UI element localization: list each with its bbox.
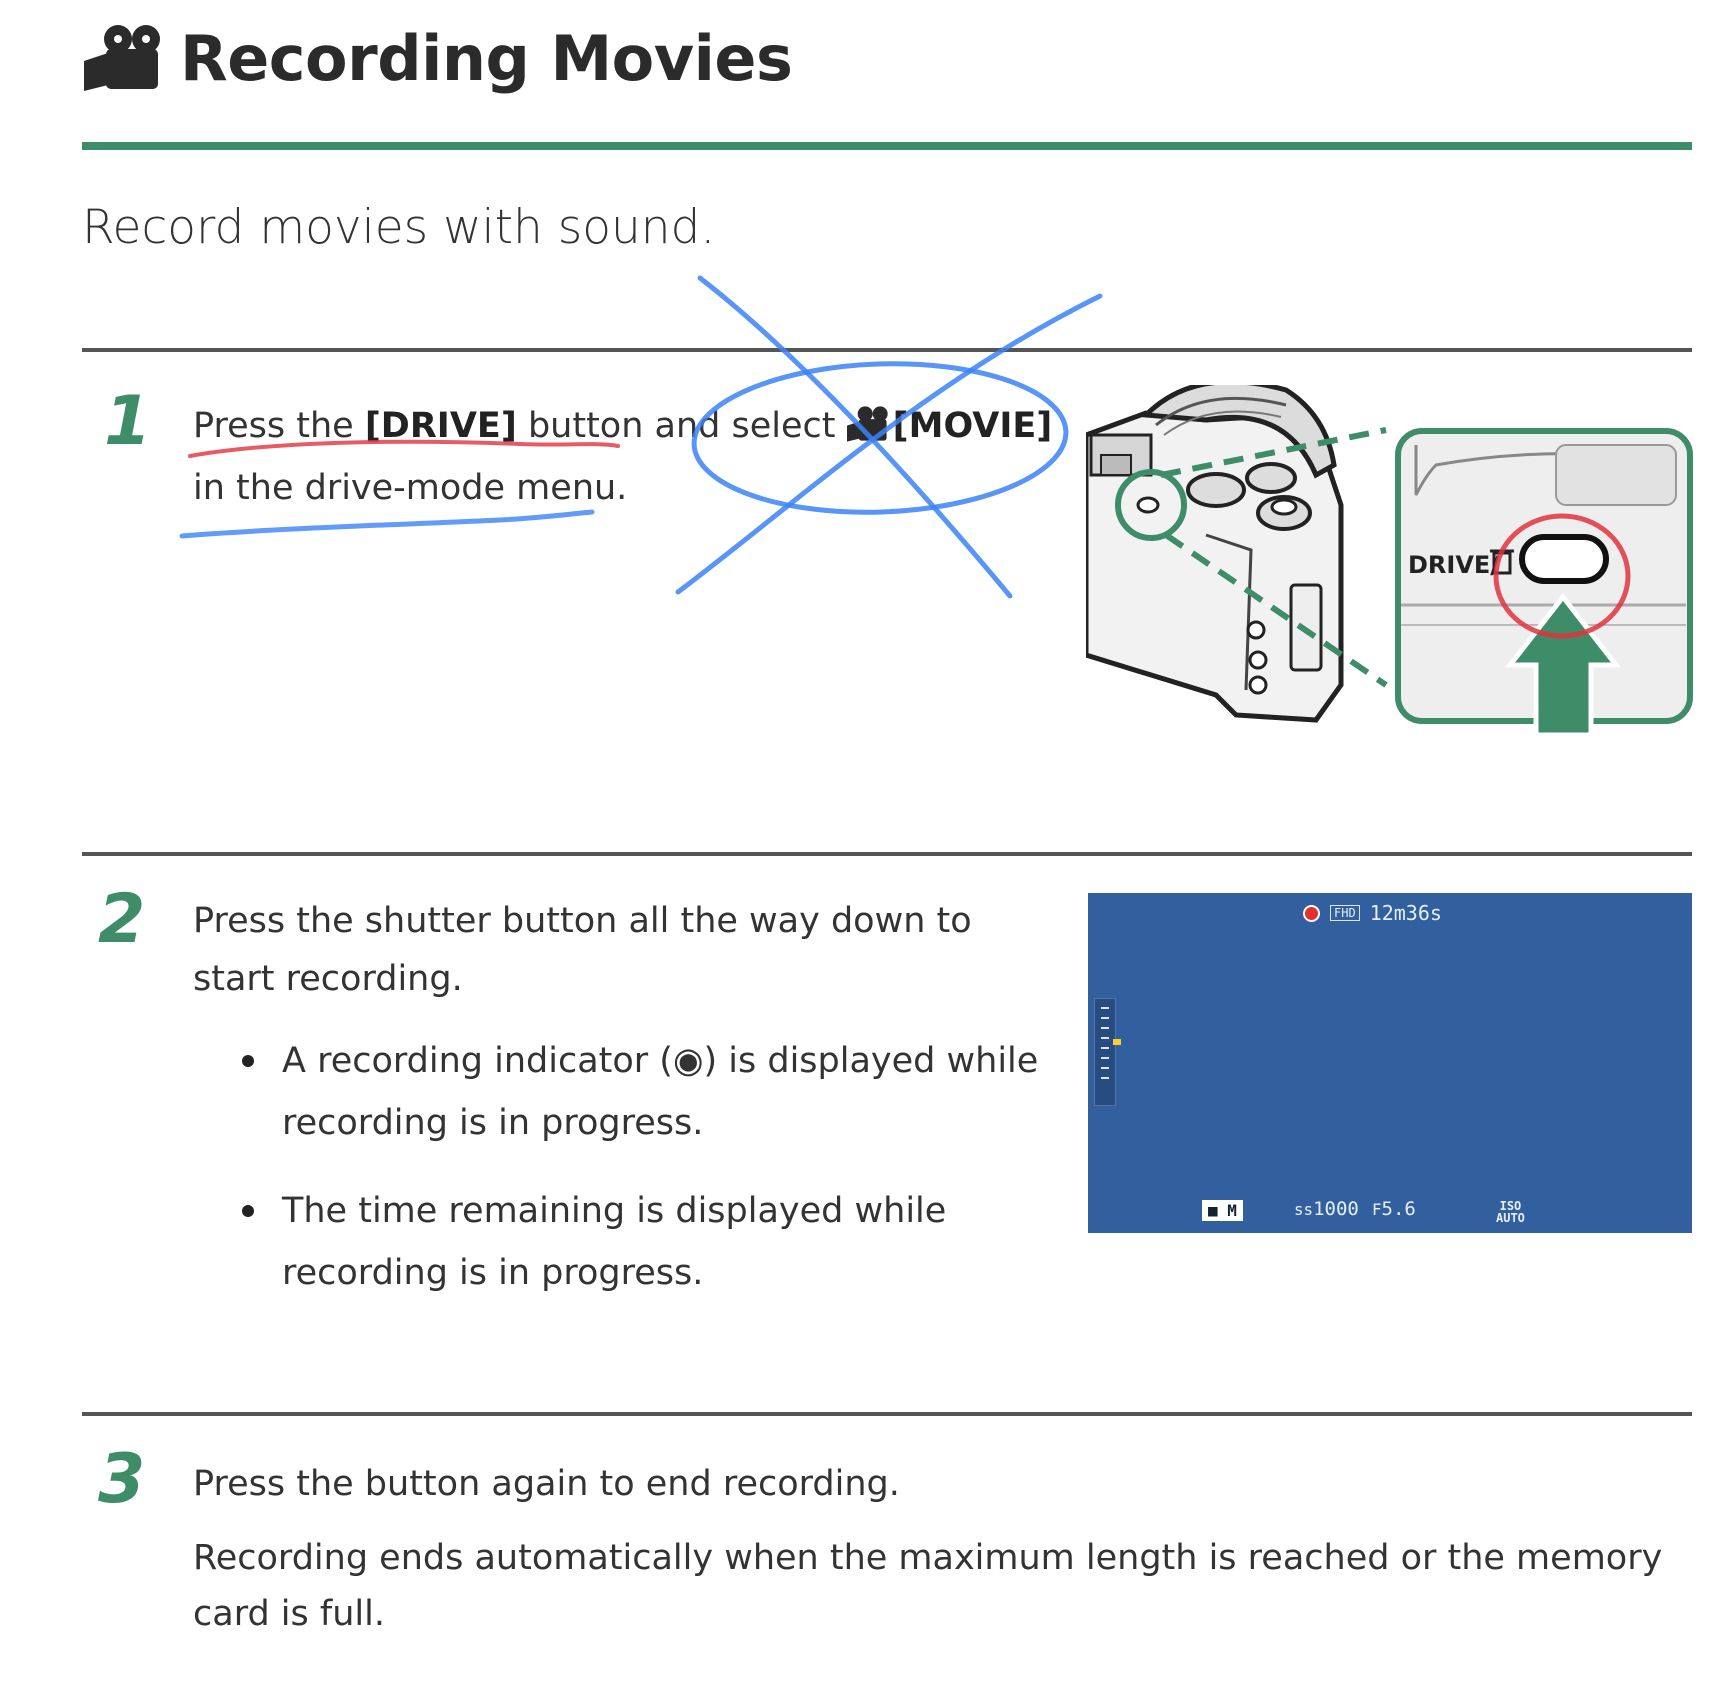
- drive-button-label: [DRIVE]: [364, 406, 517, 446]
- camera-illustration: DRIVE/: [1086, 385, 1693, 738]
- movie-mode-badge: ■ M: [1202, 1200, 1243, 1221]
- drive-label: DRIVE/: [1408, 551, 1499, 579]
- exposure-scale: [1094, 998, 1121, 1106]
- lcd-status-bar: FHD 12m36s: [1303, 901, 1442, 925]
- time-remaining: 12m36s: [1369, 901, 1442, 925]
- list-item: A recording indicator (◉) is displayed w…: [240, 1030, 1050, 1154]
- step-divider: [82, 1412, 1692, 1416]
- step-number: 1: [104, 382, 152, 461]
- step-number: 3: [98, 1440, 146, 1519]
- movie-camera-icon: [84, 25, 160, 91]
- page-title-text: Recording Movies: [180, 21, 793, 95]
- page-title: Recording Movies: [84, 18, 793, 98]
- step-1-text: Press the [DRIVE] button and select [MOV…: [193, 406, 1053, 508]
- shutter-speed: ss1000: [1294, 1198, 1359, 1220]
- movie-camera-icon: [846, 406, 888, 442]
- step-3-text: Press the button again to end recording.: [193, 1464, 900, 1504]
- list-item: The time remaining is displayed while re…: [240, 1180, 1050, 1304]
- exposure-level-marker: [1113, 1039, 1121, 1045]
- recording-indicator-icon: [1303, 904, 1320, 922]
- step-3-note: Recording ends automatically when the ma…: [193, 1538, 1663, 1634]
- movie-option-label: [MOVIE]: [892, 406, 1053, 446]
- step-number: 2: [98, 880, 146, 959]
- intro-text: Record movies with sound.: [82, 200, 716, 255]
- step-2-text: Press the shutter button all the way dow…: [193, 901, 972, 999]
- step-2-bullets: A recording indicator (◉) is displayed w…: [240, 1030, 1050, 1330]
- aperture: F5.6: [1372, 1198, 1416, 1220]
- step-divider: [82, 348, 1692, 352]
- fhd-badge: FHD: [1330, 905, 1360, 921]
- title-divider: [82, 142, 1692, 150]
- step-divider: [82, 852, 1692, 856]
